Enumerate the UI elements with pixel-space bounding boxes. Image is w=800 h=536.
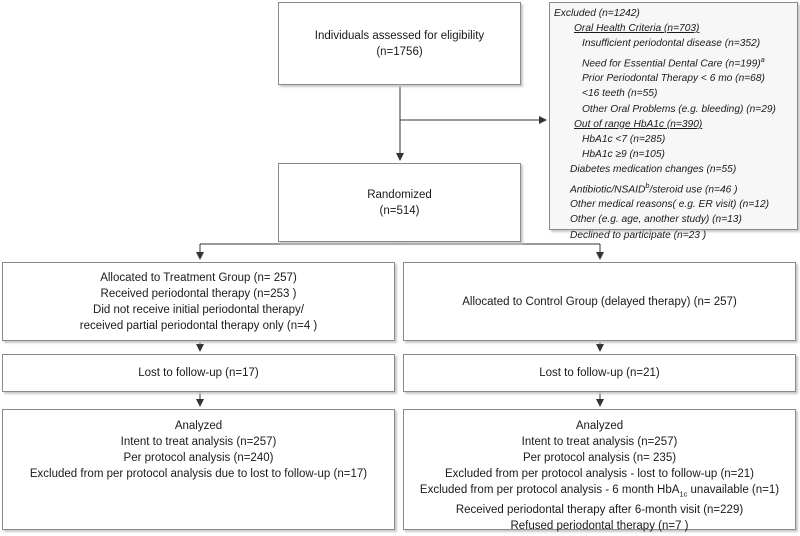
analyzed-line: Excluded from per protocol analysis - lo… xyxy=(444,468,755,480)
randomized-count: (n=514) xyxy=(379,204,420,217)
allocation-line: Did not receive initial periodontal ther… xyxy=(93,303,304,316)
treatment-allocation-box: Allocated to Treatment Group (n= 257) Re… xyxy=(2,262,395,341)
allocation-line: Allocated to Treatment Group (n= 257) xyxy=(100,271,297,284)
exclusion-item: HbA1c <7 (n=285) xyxy=(582,134,666,146)
exclusion-item: Diabetes medication changes (n=55) xyxy=(570,164,737,176)
treatment-lost-box: Lost to follow-up (n=17) xyxy=(2,354,395,392)
analyzed-line: Refused periodontal therapy (n=7 ) xyxy=(510,520,689,533)
allocation-line: received partial periodontal therapy onl… xyxy=(79,319,318,332)
exclusion-item: Antibiotic/NSAIDb/steroid use (n=46 ) xyxy=(570,180,738,196)
eligibility-count: (n=1756) xyxy=(376,45,423,58)
exclusion-item: Insufficient periodontal disease (n=352) xyxy=(582,38,761,50)
exclusion-item: Other medical reasons( e.g. ER visit) (n… xyxy=(570,199,770,211)
lost-followup-text: Lost to follow-up (n=21) xyxy=(539,367,660,379)
exclusion-item: <16 teeth (n=55) xyxy=(582,88,658,100)
oral-health-heading: Oral Health Criteria (n=703) xyxy=(574,23,700,35)
analyzed-line: Excluded from per protocol analysis - 6 … xyxy=(419,484,780,499)
analyzed-line: Intent to treat analysis (n=257) xyxy=(120,436,277,448)
lost-followup-text: Lost to follow-up (n=17) xyxy=(138,367,259,379)
analyzed-line: Intent to treat analysis (n=257) xyxy=(521,436,678,448)
analyzed-line: Analyzed xyxy=(174,420,223,432)
treatment-analyzed-box: Analyzed Intent to treat analysis (n=257… xyxy=(2,409,395,530)
control-lost-box: Lost to follow-up (n=21) xyxy=(403,354,796,392)
exclusion-item: Prior Periodontal Therapy < 6 mo (n=68) xyxy=(582,73,765,85)
eligibility-title: Individuals assessed for eligibility xyxy=(314,29,485,42)
allocation-line: Allocated to Control Group (delayed ther… xyxy=(462,295,737,308)
exclusion-item: HbA1c ≥9 (n=105) xyxy=(582,149,665,161)
analyzed-line: Analyzed xyxy=(575,420,624,432)
allocation-line: Received periodontal therapy (n=253 ) xyxy=(100,287,297,300)
control-allocation-box: Allocated to Control Group (delayed ther… xyxy=(403,262,796,341)
analyzed-line: Per protocol analysis (n=240) xyxy=(123,452,274,464)
exclusion-item: Need for Essential Dental Care (n=199)a xyxy=(582,54,765,69)
hba1c-heading: Out of range HbA1c (n=390) xyxy=(574,118,703,130)
randomized-box: Randomized (n=514) xyxy=(278,163,521,242)
analyzed-line: Received periodontal therapy after 6-mon… xyxy=(455,504,744,517)
randomized-title: Randomized xyxy=(367,188,432,201)
exclusion-item: Other (e.g. age, another study) (n=13) xyxy=(570,214,742,226)
exclusion-item: Declined to participate (n=23 ) xyxy=(570,229,707,241)
excluded-header: Excluded (n=1242) xyxy=(554,8,640,19)
eligibility-box: Individuals assessed for eligibility (n=… xyxy=(278,2,521,85)
control-analyzed-box: Analyzed Intent to treat analysis (n=257… xyxy=(403,409,796,532)
analyzed-line: Per protocol analysis (n= 235) xyxy=(522,452,677,464)
excluded-box: Excluded (n=1242) Oral Health Criteria (… xyxy=(549,2,798,241)
exclusion-item: Other Oral Problems (e.g. bleeding) (n=2… xyxy=(582,103,776,115)
analyzed-line: Excluded from per protocol analysis due … xyxy=(29,468,368,480)
